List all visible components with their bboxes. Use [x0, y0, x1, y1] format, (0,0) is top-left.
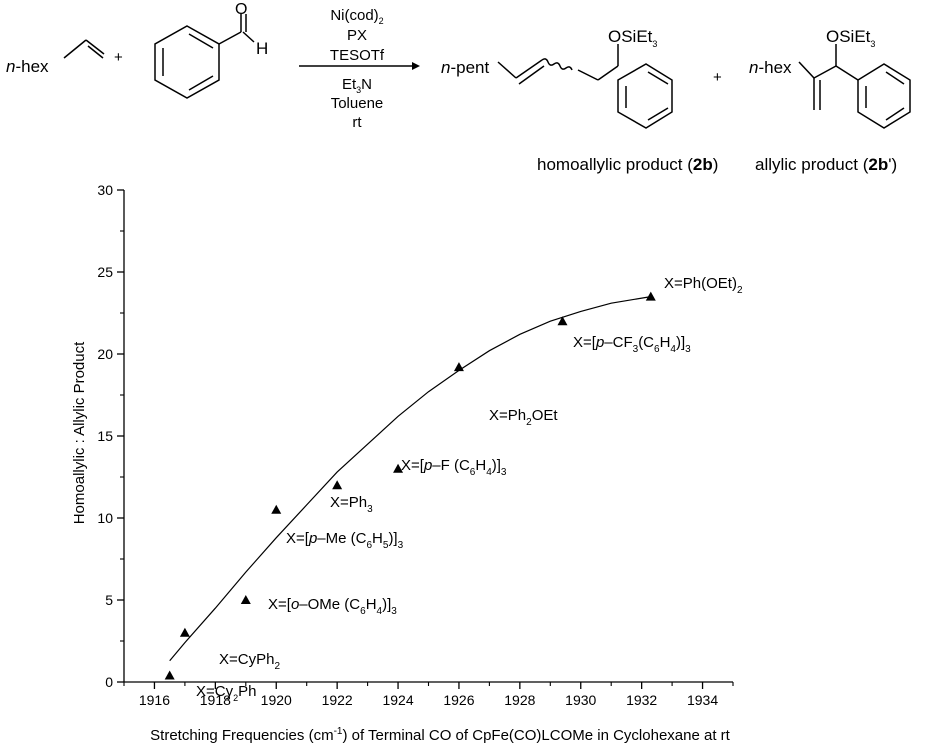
- svg-text:Toluene: Toluene: [331, 95, 384, 112]
- x-tick-label: 1920: [261, 692, 292, 708]
- data-point: [393, 463, 404, 473]
- label-ph2oet: X=Ph2OEt: [489, 407, 558, 428]
- svg-text:Ni(cod)2: Ni(cod)2: [330, 7, 383, 26]
- reagents-below: Et3N Toluene rt: [331, 76, 384, 131]
- product2-alkyl-label: n-hex: [749, 58, 792, 77]
- label-p-f: X=[p–F (C6H4)]3: [401, 457, 507, 478]
- plus-sign-1: +: [114, 49, 123, 66]
- data-point: [557, 316, 568, 326]
- y-tick-label: 25: [97, 264, 113, 280]
- x-tick-label: 1924: [382, 692, 413, 708]
- aldehyde-hydrogen: H: [256, 39, 268, 58]
- homoallylic-product-structure: [497, 44, 673, 129]
- alkene-structure: [63, 39, 105, 59]
- fit-curve: [169, 296, 651, 662]
- reagents-above: Ni(cod)2 PX TESOTf: [330, 7, 385, 64]
- x-tick-label: 1928: [504, 692, 535, 708]
- data-point: [645, 291, 656, 301]
- data-point: [271, 504, 282, 514]
- y-tick-label: 0: [105, 674, 113, 690]
- y-tick-label: 15: [97, 428, 113, 444]
- x-tick-label: 1922: [322, 692, 353, 708]
- svg-text:Et3N: Et3N: [342, 76, 372, 95]
- label-cyph2: X=CyPh2: [219, 651, 280, 672]
- product1-silyl-group: OSiEt3: [608, 27, 657, 49]
- x-ticks: 1916 1918 1920 1922 1924 1926 1928 1930 1932 1934: [123, 682, 734, 708]
- x-tick-label: 1926: [443, 692, 474, 708]
- label-ph-oet2: X=Ph(OEt)2: [664, 275, 743, 296]
- reaction-scheme: n-hex + O H Ni(cod)2 PX TESOTf Et3N Tolu…: [6, 1, 911, 174]
- y-tick-label: 5: [105, 592, 113, 608]
- homoallylic-product-label: homoallylic product (2b): [537, 155, 718, 174]
- product1-alkyl-label: n-pent: [441, 58, 489, 77]
- y-tick-label: 30: [97, 182, 113, 198]
- svg-text:TESOTf: TESOTf: [330, 47, 385, 64]
- y-axis-title: Homoallylic : Allylic Product: [71, 341, 88, 524]
- allylic-product-structure: [798, 44, 911, 129]
- svg-text:rt: rt: [352, 114, 362, 131]
- y-ticks: 0 5 10 15 20 25 30: [97, 182, 124, 690]
- y-tick-label: 10: [97, 510, 113, 526]
- aldehyde-oxygen: O: [235, 1, 247, 18]
- data-points: [164, 291, 656, 680]
- product2-silyl-group: OSiEt3: [826, 27, 875, 49]
- allylic-product-label: allylic product (2b'): [755, 155, 897, 174]
- x-tick-label: 1930: [565, 692, 596, 708]
- reactant-alkene-label: n-hex: [6, 57, 49, 76]
- data-point: [164, 670, 175, 680]
- label-o-ome: X=[o–OMe (C6H4)]3: [268, 596, 397, 617]
- label-ph3: X=Ph3: [330, 494, 373, 515]
- y-tick-label: 20: [97, 346, 113, 362]
- svg-text:PX: PX: [347, 27, 367, 44]
- benzaldehyde-structure: [154, 14, 255, 99]
- x-tick-label: 1934: [687, 692, 718, 708]
- label-p-me: X=[p–Me (C6H5)]3: [286, 530, 404, 551]
- data-point: [179, 627, 190, 637]
- data-point: [332, 480, 343, 490]
- x-tick-label: 1918: [200, 692, 231, 708]
- x-tick-label: 1916: [139, 692, 170, 708]
- point-labels: X=Cy2Ph X=CyPh2 X=[o–OMe (C6H4)]3 X=[p–M…: [196, 275, 743, 703]
- plus-sign-2: +: [713, 69, 722, 86]
- x-tick-label: 1932: [626, 692, 657, 708]
- reaction-arrow: [299, 62, 420, 70]
- data-point: [240, 595, 251, 604]
- label-cy2ph: X=Cy2Ph: [196, 683, 256, 703]
- x-axis-title: Stretching Frequencies (cm-1) of Termina…: [150, 726, 730, 744]
- label-p-cf3: X=[p–CF3(C6H4)]3: [573, 334, 691, 355]
- data-point: [453, 362, 464, 372]
